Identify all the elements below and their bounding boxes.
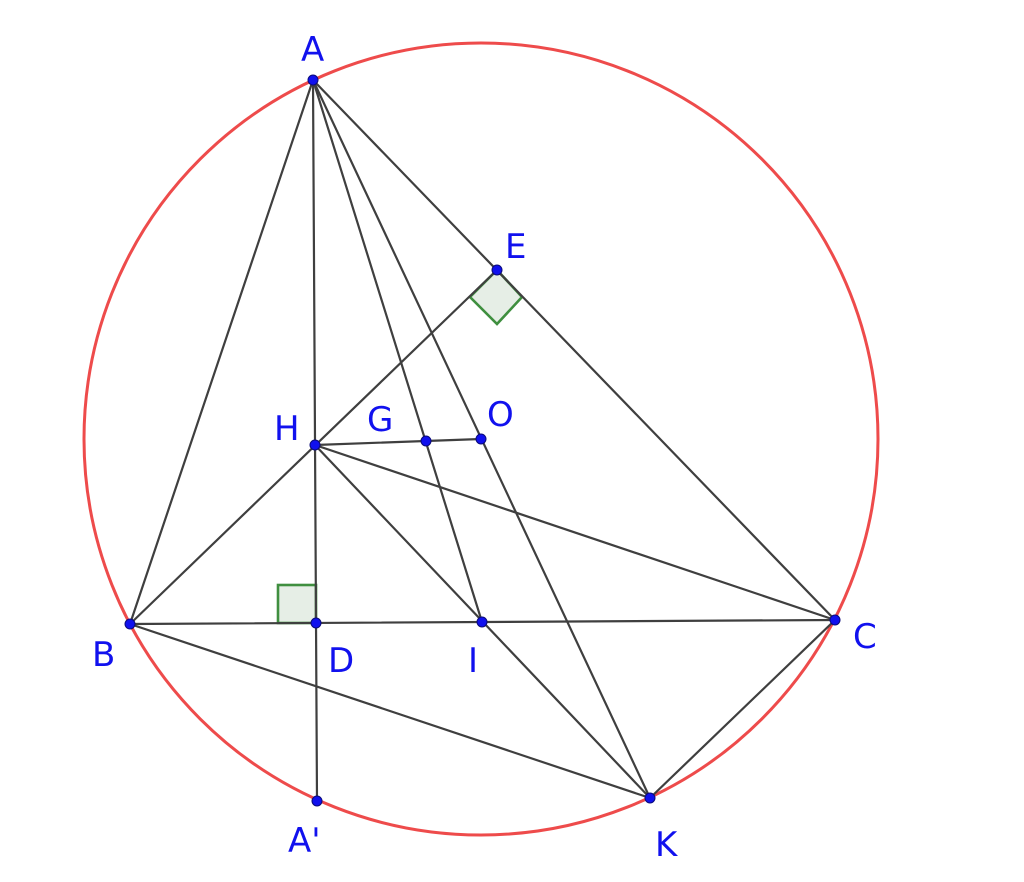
point-o bbox=[475, 433, 487, 445]
points bbox=[124, 74, 841, 807]
point-d bbox=[310, 617, 322, 629]
right-angle-mark-d bbox=[276, 583, 318, 625]
labels: A B C E H G O D I A' K bbox=[92, 30, 877, 865]
segment-ho bbox=[313, 437, 483, 447]
point-e bbox=[491, 264, 503, 276]
label-e: E bbox=[505, 227, 526, 267]
point-k bbox=[644, 792, 656, 804]
segment-hc bbox=[313, 443, 837, 622]
segment-ai bbox=[311, 78, 484, 624]
label-h: H bbox=[274, 409, 300, 449]
label-c: C bbox=[853, 617, 877, 657]
label-o: O bbox=[487, 395, 514, 435]
label-g: G bbox=[367, 400, 393, 440]
point-i bbox=[476, 616, 488, 628]
point-b bbox=[124, 618, 136, 630]
segment-ck bbox=[648, 618, 837, 800]
label-a-prime: A' bbox=[288, 821, 321, 861]
right-angle-mark-e bbox=[468, 268, 524, 326]
label-i: I bbox=[468, 641, 478, 681]
label-b: B bbox=[92, 635, 115, 675]
label-k: K bbox=[655, 825, 679, 865]
point-a bbox=[307, 74, 319, 86]
point-a-prime bbox=[311, 795, 323, 807]
segment-bk bbox=[128, 622, 652, 800]
point-g bbox=[420, 435, 432, 447]
point-h bbox=[309, 439, 321, 451]
circumcircle bbox=[82, 41, 880, 837]
point-c bbox=[829, 614, 841, 626]
label-a: A bbox=[301, 30, 324, 70]
segment-ac bbox=[311, 78, 837, 622]
segment-ab bbox=[128, 78, 315, 626]
label-d: D bbox=[328, 641, 354, 681]
